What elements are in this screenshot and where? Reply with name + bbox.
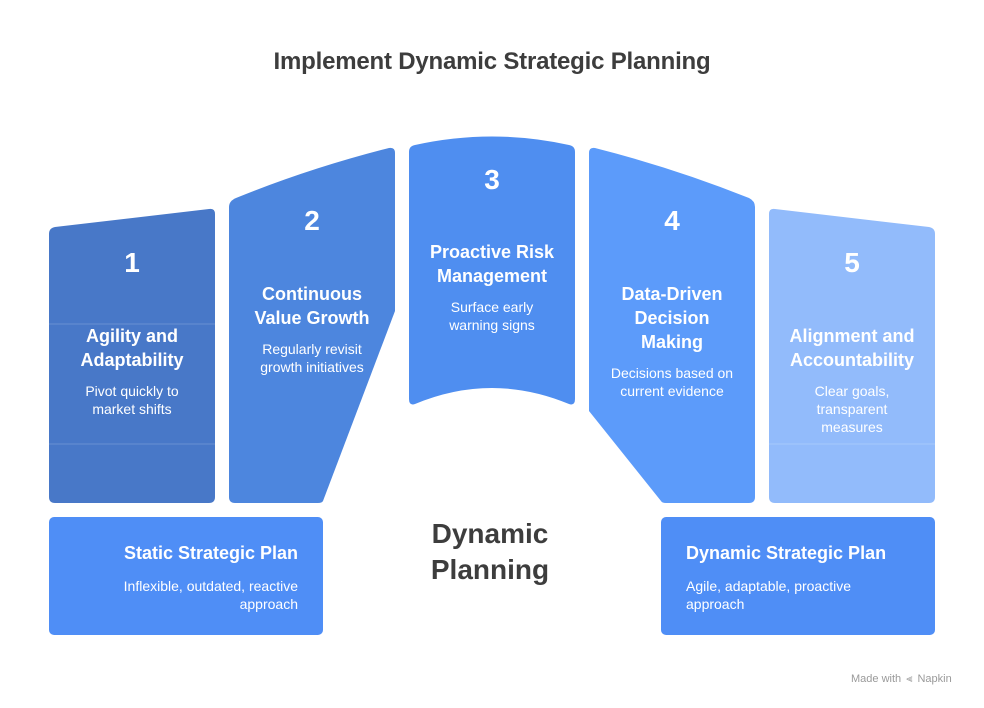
column-5-content: Alignment and Accountability Clear goals… (769, 324, 935, 436)
column-3-number: 3 (484, 164, 500, 195)
static-plan-title: Static Strategic Plan (123, 543, 298, 563)
made-with-napkin[interactable]: Made with ⫷ Napkin (851, 673, 952, 686)
column-2-shape (229, 147, 395, 503)
dynamic-plan-desc: Agile, adaptable, proactive approach (686, 578, 851, 612)
column-4-number: 4 (664, 205, 680, 236)
column-1-shape (49, 208, 215, 503)
column-2-desc: Regularly revisit growth initiatives (260, 341, 364, 375)
column-1-number: 1 (124, 247, 140, 278)
column-2-title: Continuous Value Growth (254, 284, 370, 328)
center-label: Dynamic Planning (430, 518, 550, 585)
column-2-number: 2 (304, 205, 320, 236)
brand-prefix: Made with (851, 673, 902, 685)
column-5-desc: Clear goals, transparent measures (814, 383, 890, 435)
column-1-title: Agility and Adaptability (80, 326, 184, 370)
column-4-shape (589, 147, 755, 503)
static-plan-box: Static Strategic Plan Inflexible, outdat… (49, 517, 323, 635)
dynamic-plan-box: Dynamic Strategic Plan Agile, adaptable,… (661, 517, 935, 635)
column-3-content: Proactive Risk Management Surface early … (409, 240, 575, 334)
column-3-desc: Surface early warning signs (449, 299, 535, 333)
column-5-title: Alignment and Accountability (789, 326, 915, 370)
column-5-number: 5 (844, 247, 860, 278)
column-4-desc: Decisions based on current evidence (610, 365, 734, 399)
column-5-shape (769, 208, 935, 503)
dynamic-plan-title: Dynamic Strategic Plan (686, 543, 887, 563)
column-1-content: Agility and Adaptability Pivot quickly t… (49, 324, 215, 418)
column-4-content: Data-Driven Decision Making Decisions ba… (589, 282, 755, 400)
column-1-desc: Pivot quickly to market shifts (85, 383, 179, 417)
column-3-shape (409, 136, 575, 405)
column-3-title: Proactive Risk Management (429, 242, 555, 286)
diagram-title: Implement Dynamic Strategic Planning (273, 48, 711, 75)
napkin-logo-icon: ⫷ (906, 673, 913, 685)
brand-name: Napkin (917, 673, 952, 685)
static-plan-desc: Inflexible, outdated, reactive approach (123, 578, 298, 612)
column-4-title: Data-Driven Decision Making (621, 284, 723, 352)
column-2-content: Continuous Value Growth Regularly revisi… (229, 282, 395, 376)
